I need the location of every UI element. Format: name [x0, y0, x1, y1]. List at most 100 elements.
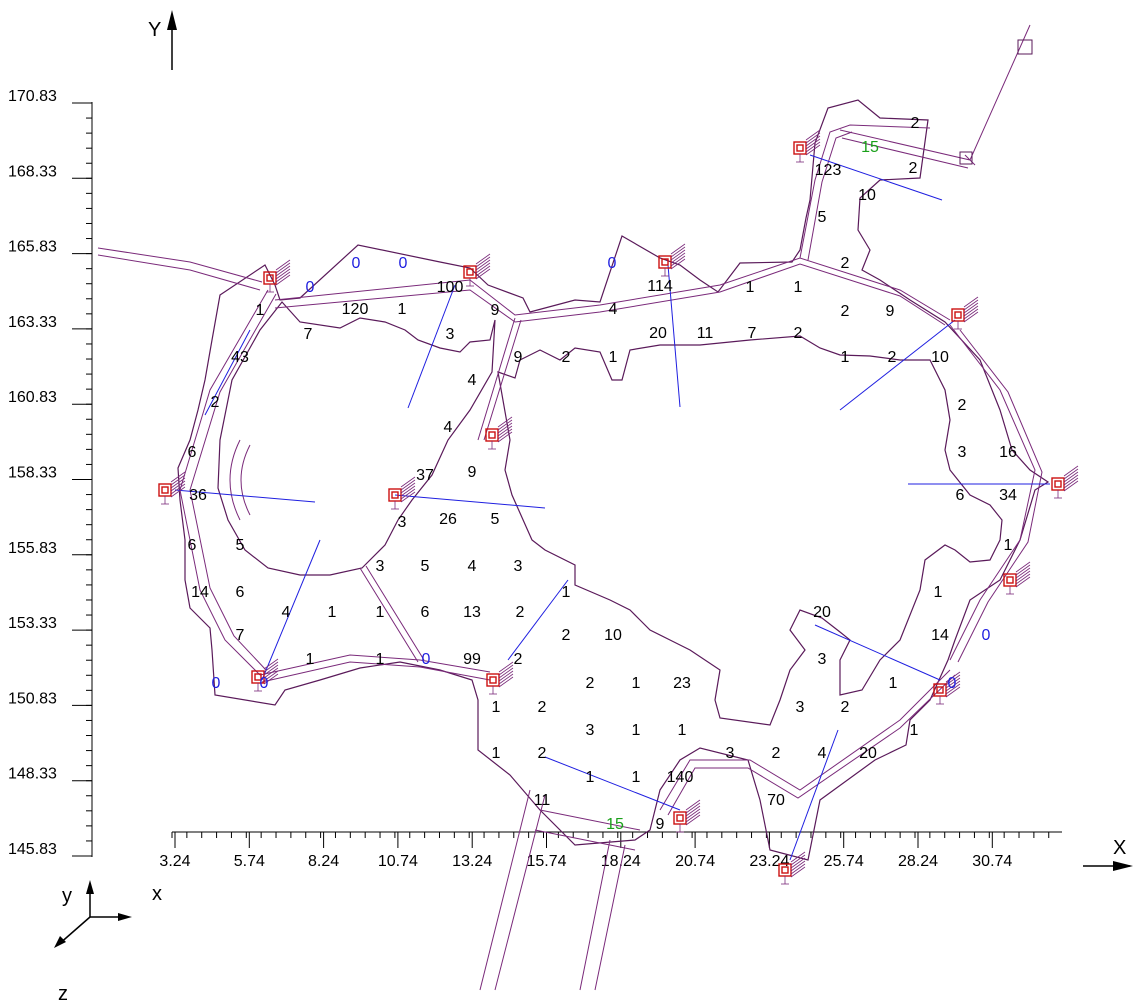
right-chamber-wall	[497, 335, 1003, 726]
member-label: 114	[647, 278, 673, 295]
x-tick-label: 30.74	[972, 853, 1012, 870]
zero-label: 0	[948, 675, 957, 692]
left-corridor	[179, 289, 277, 676]
support-node	[251, 658, 279, 692]
member-label: 6	[421, 604, 430, 621]
section-label: 15	[861, 139, 879, 156]
member-label: 6	[956, 487, 965, 504]
x-tick-label: 5.74	[234, 853, 265, 870]
member-label: 9	[886, 303, 895, 320]
member-label: 23	[673, 675, 691, 692]
member-label: 4	[282, 604, 291, 621]
x-tick-label: 20.74	[675, 853, 715, 870]
member-label: 1	[376, 651, 385, 668]
support-node	[1003, 561, 1031, 595]
right-corridor	[949, 324, 1043, 663]
member-label: 10	[858, 187, 876, 204]
triad-x-label: x	[152, 883, 162, 905]
member-label: 1	[376, 604, 385, 621]
bottom-right-corridor	[659, 669, 956, 816]
member-label: 4	[818, 745, 827, 762]
member-label: 2	[911, 115, 920, 132]
member-label: 11	[534, 792, 551, 809]
member-label: 9	[468, 464, 477, 481]
cross-section-lines	[174, 154, 1050, 861]
support-node	[485, 416, 513, 450]
member-label: 20	[859, 745, 877, 762]
x-tick-label: 28.24	[898, 853, 938, 870]
zero-label: 0	[212, 675, 221, 692]
y-tick-label: 150.83	[8, 690, 57, 707]
member-label: 1	[1004, 537, 1013, 554]
member-label: 3	[818, 651, 827, 668]
member-label: 1	[889, 675, 898, 692]
member-label: 26	[439, 511, 457, 528]
member-label: 1	[306, 651, 315, 668]
member-label: 1	[746, 279, 755, 296]
support-node	[951, 296, 979, 330]
y-tick-label: 170.83	[8, 88, 57, 105]
triad-z-label: z	[58, 983, 68, 1005]
member-label: 6	[188, 537, 197, 554]
y-tick-label: 158.33	[8, 465, 57, 482]
member-label: 3	[398, 514, 407, 531]
x-tick-label: 3.24	[159, 853, 190, 870]
member-label: 120	[342, 301, 369, 318]
x-tick-label: 10.74	[378, 853, 418, 870]
y-axis-arrow	[167, 10, 177, 70]
support-node	[463, 253, 491, 287]
supports	[158, 129, 1079, 885]
member-label: 1	[910, 722, 919, 739]
member-label: 2	[562, 627, 571, 644]
member-label: 2	[888, 349, 897, 366]
support-node	[158, 471, 186, 505]
member-label: 1	[398, 301, 407, 318]
member-label: 9	[491, 302, 500, 319]
member-label: 2	[909, 160, 918, 177]
y-tick-label: 155.83	[8, 540, 57, 557]
member-label: 2	[841, 255, 850, 272]
zero-label: 0	[260, 675, 269, 692]
member-label: 37	[416, 467, 434, 484]
member-label: 2	[516, 604, 525, 621]
member-label: 3	[446, 326, 455, 343]
member-label: 2	[841, 699, 850, 716]
center-beam	[477, 317, 522, 441]
member-label: 34	[999, 487, 1017, 504]
member-label: 14	[191, 584, 209, 601]
member-label: 10	[931, 349, 949, 366]
outer-boundary	[177, 99, 1050, 861]
member-label: 2	[211, 394, 220, 411]
x-tick-label: 18.24	[601, 853, 641, 870]
support-node	[1051, 465, 1079, 499]
member-label: 6	[236, 584, 245, 601]
member-label: 3	[586, 722, 595, 739]
top-right-shaft	[799, 124, 931, 261]
y-tick-label: 153.33	[8, 615, 57, 632]
member-label: 36	[189, 487, 207, 504]
zero-label: 0	[306, 279, 315, 296]
member-label: 1	[632, 675, 641, 692]
x-axis-title: X	[1113, 837, 1126, 859]
member-label: 5	[236, 537, 245, 554]
member-label: 2	[841, 303, 850, 320]
lower-corridor	[259, 654, 491, 683]
member-label: 5	[421, 558, 430, 575]
support-node	[486, 661, 514, 695]
member-label: 2	[794, 325, 803, 342]
member-label: 1	[328, 604, 337, 621]
member-label: 4	[468, 372, 477, 389]
member-label: 1	[632, 722, 641, 739]
member-label: 2	[586, 675, 595, 692]
member-label: 99	[463, 651, 481, 668]
member-label: 7	[748, 325, 757, 342]
y-tick-label: 165.83	[8, 239, 57, 256]
member-label: 4	[468, 558, 477, 575]
zero-label: 0	[352, 255, 361, 272]
member-label: 100	[437, 279, 464, 296]
member-label: 1	[492, 699, 501, 716]
